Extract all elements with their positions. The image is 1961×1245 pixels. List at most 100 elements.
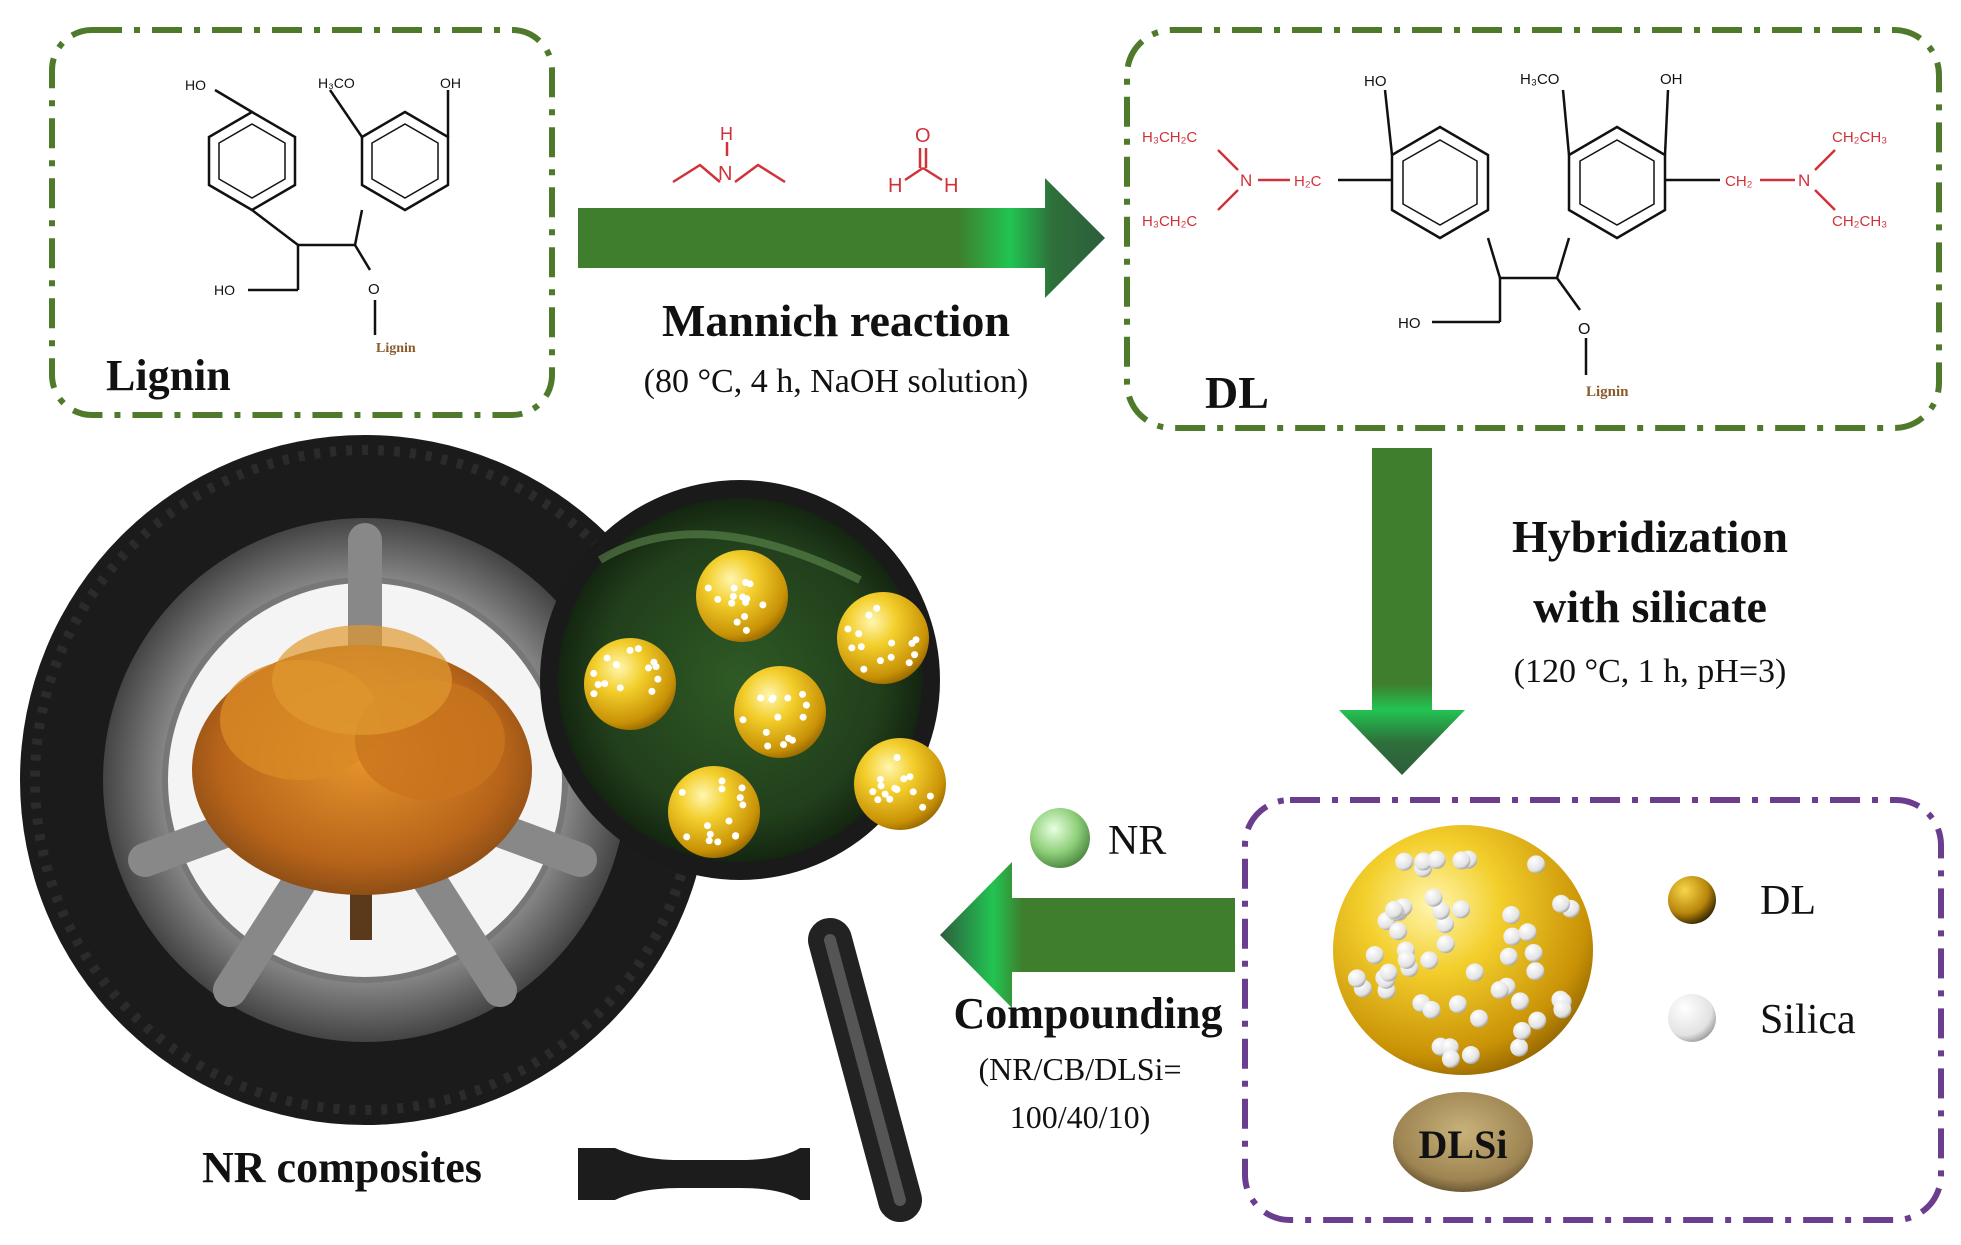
dl-h3co: H₃CO [1520,71,1559,88]
hybridization-arrow [1339,448,1465,775]
nr-label: NR [1108,818,1166,864]
amine-n: N [718,163,732,185]
silica-dot [1385,900,1404,919]
silica-dot [1427,850,1446,869]
lens-silica-dot [891,784,899,792]
lens-dl-ball [668,766,760,858]
legend-dl-label: DL [1760,878,1816,924]
lens-silica-dot [626,646,634,654]
lens-silica-dot [648,687,656,695]
lens-silica-dot [729,592,737,600]
lignin-o: O [368,281,380,298]
silica-dot [1414,852,1433,871]
lens-silica-dot [876,657,884,665]
lens-silica-dot [703,822,711,830]
lens-silica-dot [909,788,917,796]
lens-silica-dot [732,832,740,840]
lens-silica-dot [784,694,792,702]
lens-silica-dot [590,669,598,677]
silica-dot [1365,946,1384,965]
lens-silica-dot [650,658,658,666]
aldehyde-o: O [915,125,931,147]
dlsi-sample-label: DLSi [1419,1122,1508,1167]
diethylamine-structure [672,142,786,184]
lens-silica-dot [764,742,772,750]
silica-dot [1436,935,1455,954]
lens-silica-dot [705,837,713,845]
compounding-arrow [940,862,1235,1008]
formaldehyde-structure [904,148,943,182]
lens-silica-dot [865,611,873,619]
lens-silica-dot [714,595,722,603]
lens-silica-dot [844,625,852,633]
dl-left-ethyl-bottom: H₃CH₂C [1142,213,1197,230]
silica-dot [1461,1046,1480,1065]
nr-rubber-ball-icon [1030,808,1090,868]
silica-dot [1499,947,1518,966]
dlsi-panel: DLSi DL Silica [1242,797,1944,1223]
silica-dot [1552,894,1571,913]
lens-silica-dot [738,784,746,792]
lens-silica-dot [739,801,747,809]
silica-dot [1424,888,1443,907]
lens-silica-dot [780,740,788,748]
dl-right-ethyl-top: CH₂CH₃ [1832,129,1887,146]
silica-dot [1465,963,1484,982]
lignin-ho-top: HO [185,77,206,93]
dl-core-structure [1338,89,1720,375]
lens-silica-dot [612,661,620,669]
legend-dl-swatch [1668,876,1716,924]
lens-silica-dot [616,684,624,692]
lens-silica-dot [855,630,863,638]
lens-dl-ball [837,592,929,684]
silica-dot [1524,943,1543,962]
legend-silica-label: Silica [1760,997,1856,1043]
lens-silica-dot [634,645,642,653]
hybridization-step: Hybridization with silicate (120 °C, 1 h… [1339,448,1788,775]
dl-amine-arms [1217,149,1836,211]
lens-silica-dot [741,613,749,621]
silica-dot [1553,1000,1572,1019]
lens-silica-dot [678,788,686,796]
lignin-structure [207,88,450,335]
lignin-oh: OH [440,75,461,91]
hybridization-conditions: (120 °C, 1 h, pH=3) [1514,653,1787,690]
lens-silica-dot [759,601,767,609]
lens-silica-dot [869,788,877,796]
silica-dot [1503,927,1522,946]
lens-silica-dot [730,584,738,592]
lens-silica-dot [594,680,602,688]
dl-left-ethyl-top: H₃CH₂C [1142,129,1197,146]
lens-silica-dot [714,838,722,846]
lignin-panel: HO H₃CO OH HO O Lignin Lignin [49,27,555,418]
silica-dot [1527,855,1546,874]
mannich-conditions: (80 °C, 4 h, NaOH solution) [644,363,1029,400]
lens-silica-dot [888,639,896,647]
dl-right-n: N [1798,171,1810,190]
nr-composites-label: NR composites [202,1143,482,1192]
silica-dot [1441,1049,1460,1068]
silica-dot [1518,923,1537,942]
lens-dl-ball [854,738,946,830]
lens-silica-dot [601,680,609,688]
lignin-title: Lignin [106,351,231,400]
lens-silica-dot [905,659,913,667]
silica-dot [1379,963,1398,982]
lens-silica-dot [762,728,770,736]
dl-right-ethyl-bottom: CH₂CH₃ [1832,213,1887,230]
silica-dot [1511,992,1530,1011]
lens-silica-dot [718,777,726,785]
lignin-ho-low: HO [214,282,235,298]
lens-dl-particles [584,550,946,858]
silica-dot [1347,969,1366,988]
lens-silica-dot [788,736,796,744]
silica-dot [1397,950,1416,969]
compounding-label: Compounding [953,989,1222,1038]
lignin-h3co: H₃CO [318,75,355,91]
lens-silica-dot [644,664,652,672]
dlsi-sample-powder [1393,1092,1533,1192]
silica-dot [1513,1021,1532,1040]
lens-silica-dot [876,775,884,783]
silica-dot [1470,1009,1489,1028]
